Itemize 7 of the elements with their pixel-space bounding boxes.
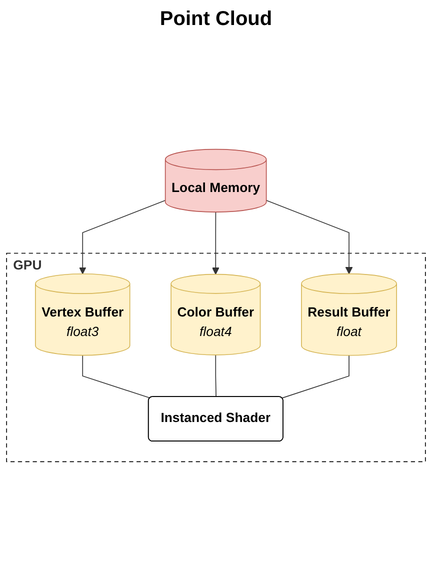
arrow (212, 212, 220, 275)
connector (282, 354, 350, 398)
arrow (266, 200, 353, 274)
connector (82, 354, 151, 398)
diagram-title: Point Cloud (158, 7, 274, 32)
connector (215, 354, 216, 398)
arrow (79, 200, 166, 274)
